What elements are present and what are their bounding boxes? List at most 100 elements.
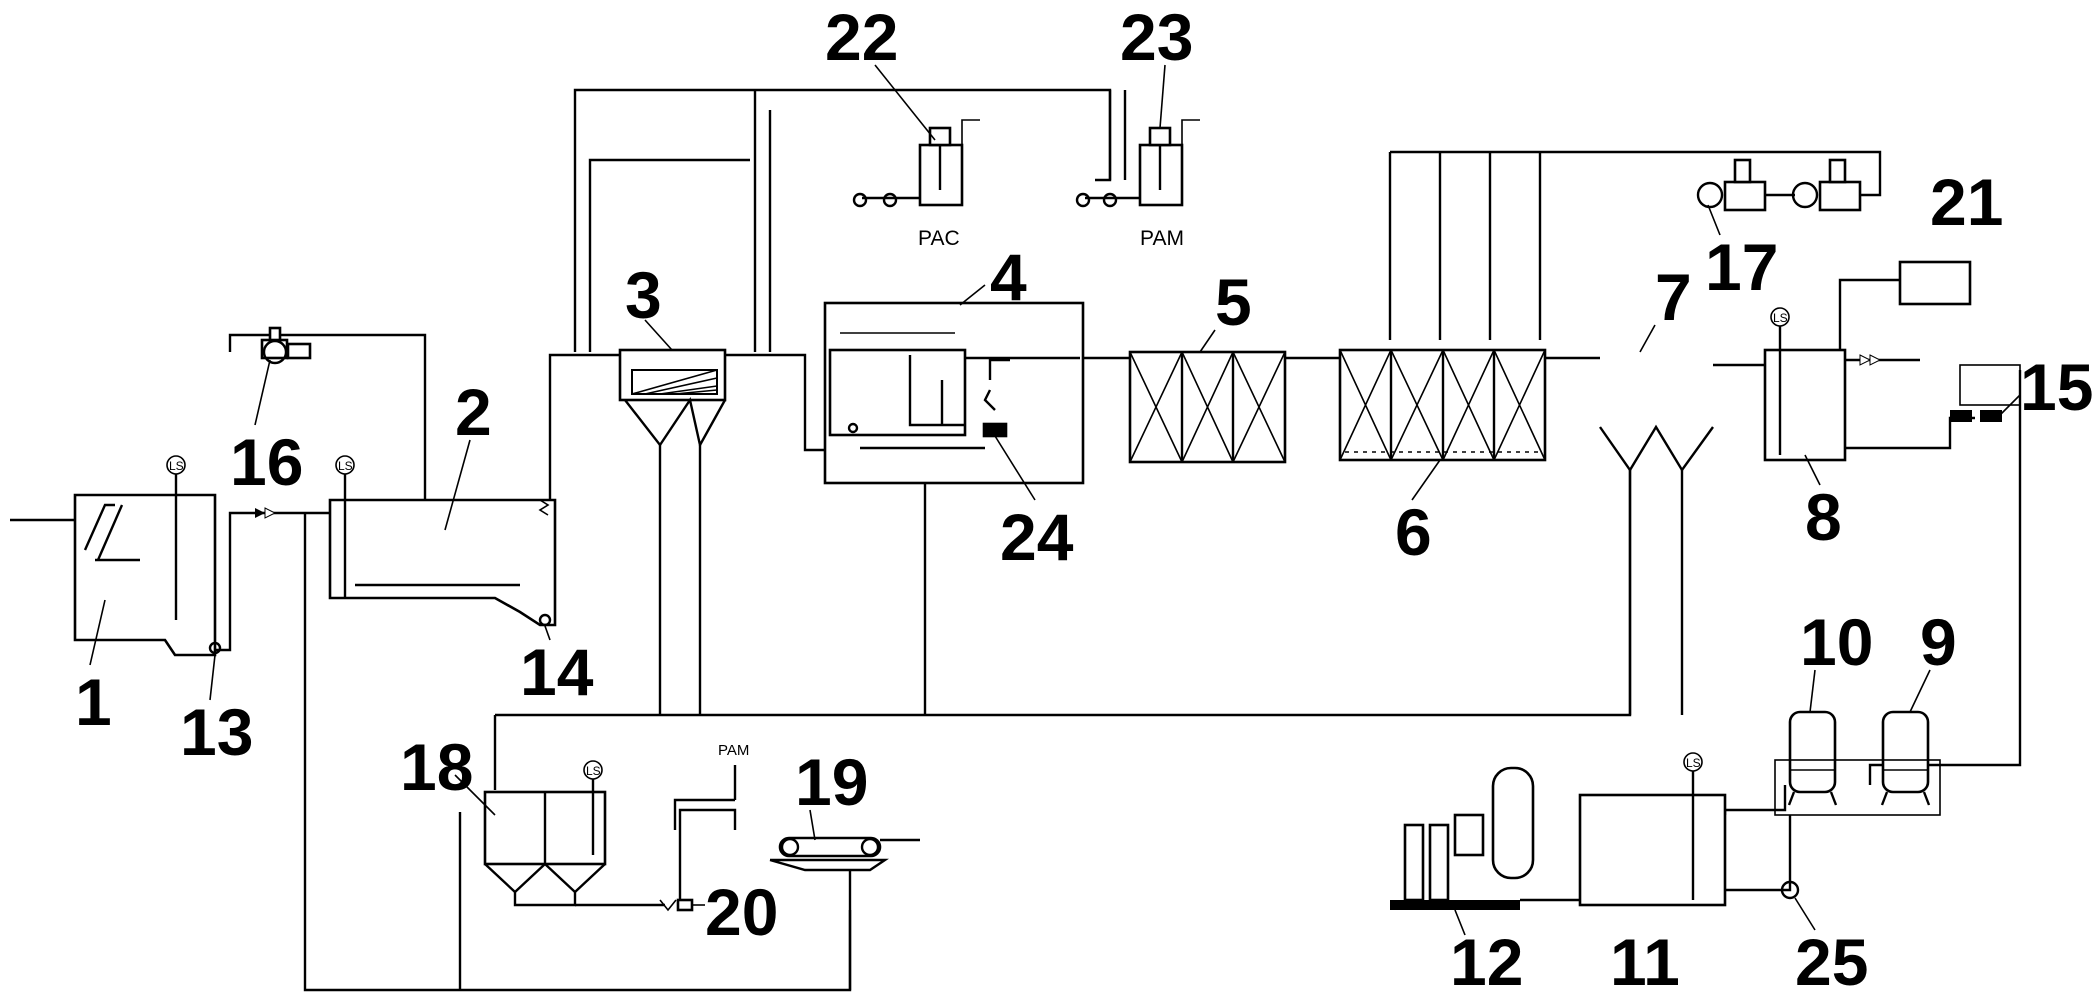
tank-7-hoppers bbox=[1599, 424, 1714, 473]
leader-17 bbox=[1707, 204, 1721, 236]
unit-4-inner bbox=[908, 355, 965, 427]
press-19-roller-a bbox=[780, 837, 800, 857]
leader-19 bbox=[809, 809, 816, 841]
number-19: 19 bbox=[795, 745, 868, 819]
tank-3-hoppers bbox=[624, 396, 727, 449]
pump-13-body bbox=[208, 641, 222, 655]
pump-16-head bbox=[268, 326, 282, 342]
pipe-2-to-3 bbox=[548, 353, 620, 625]
leader-22 bbox=[874, 64, 936, 141]
set-12-panel bbox=[1453, 813, 1485, 857]
leader-10 bbox=[1809, 669, 1816, 713]
level-switch-11-label: LS bbox=[1686, 756, 1701, 770]
level-switch-1-label: LS bbox=[169, 459, 184, 473]
equipment-21-tank bbox=[1898, 260, 1972, 306]
pump-25-body bbox=[1780, 880, 1800, 900]
number-21: 21 bbox=[1930, 165, 2003, 239]
pam-label: PAM bbox=[1140, 227, 1184, 250]
tank-18-hoppers bbox=[484, 862, 606, 894]
bar-screen-2 bbox=[96, 504, 124, 561]
equipment-16-dosing-pump bbox=[260, 326, 312, 365]
number-24: 24 bbox=[1000, 500, 1074, 574]
vessel-9-leg-a bbox=[1880, 791, 1889, 806]
number-15: 15 bbox=[2020, 350, 2093, 424]
pipe-network bbox=[10, 88, 2022, 992]
number-9: 9 bbox=[1920, 605, 1957, 679]
pipe-8-to-21 bbox=[1838, 278, 1900, 353]
leader-1 bbox=[89, 599, 106, 666]
unit-4-nozzle bbox=[847, 422, 859, 434]
pump-15-a bbox=[1950, 410, 1972, 422]
filter-5-cross bbox=[1129, 351, 1286, 463]
equipment-2-regulating-tank: LS bbox=[328, 455, 557, 627]
number-25: 25 bbox=[1795, 925, 1868, 999]
number-12: 12 bbox=[1450, 925, 1523, 999]
leader-3 bbox=[644, 319, 673, 351]
dosing-pac-loop bbox=[588, 158, 750, 352]
pipe-1-to-2 bbox=[215, 511, 330, 652]
pipe-20-to-19 bbox=[678, 808, 737, 905]
tank-21-body bbox=[1898, 260, 1972, 306]
tank-2-body bbox=[328, 498, 557, 627]
valve-d bbox=[1869, 354, 1882, 366]
equipment-8-clear-water-tank: LS bbox=[1763, 307, 1847, 462]
equipment-10-filter-vessel bbox=[1774, 710, 1941, 816]
tank-23-pump-b bbox=[1102, 192, 1118, 208]
blower-17b-wheel bbox=[1791, 181, 1819, 209]
number-17: 17 bbox=[1705, 230, 1778, 304]
leader-13 bbox=[209, 654, 216, 701]
equipment-7-sedimentation-tank bbox=[1599, 424, 1714, 473]
blower-17-out bbox=[1860, 160, 1882, 197]
valves bbox=[255, 354, 1882, 519]
tank-3-hatch bbox=[631, 369, 718, 395]
pump-15-frame bbox=[1959, 364, 2021, 406]
leader-25 bbox=[1794, 897, 1816, 931]
pipe-filters-to-11 bbox=[1723, 785, 1787, 815]
equipment-17-blowers bbox=[1696, 158, 1882, 212]
equipment-14-lift-pump bbox=[538, 499, 552, 627]
tank-22-pump-a bbox=[852, 192, 868, 208]
bar-screen bbox=[83, 503, 115, 551]
equipment-22-pac-dosing bbox=[852, 119, 980, 208]
leader-24 bbox=[994, 435, 1036, 501]
number-18: 18 bbox=[400, 730, 473, 804]
set-12-base bbox=[1390, 900, 1520, 910]
equipment-23-pam-dosing bbox=[1075, 119, 1200, 208]
number-20: 20 bbox=[705, 875, 778, 949]
pump-24-body bbox=[982, 422, 1008, 438]
blower-17a-wheel bbox=[1696, 181, 1724, 209]
leader-9 bbox=[1909, 669, 1931, 713]
tank-23-pipe bbox=[1181, 119, 1200, 145]
pump-14-body bbox=[538, 613, 552, 627]
level-switch-2-label: LS bbox=[338, 459, 353, 473]
number-23: 23 bbox=[1120, 0, 1193, 74]
level-switch-8-label: LS bbox=[1773, 311, 1788, 325]
pipe-8-to-15 bbox=[1845, 416, 1975, 450]
vessel-10-leg-a bbox=[1787, 791, 1796, 806]
number-2: 2 bbox=[455, 375, 492, 449]
sludge-18-hoppers bbox=[513, 892, 577, 907]
number-10: 10 bbox=[1800, 605, 1873, 679]
number-16: 16 bbox=[230, 425, 303, 499]
equipment-20-sludge-pump bbox=[659, 898, 694, 912]
tank-8-body bbox=[1763, 348, 1847, 462]
blower-17b-head bbox=[1828, 158, 1847, 184]
press-19-tray bbox=[769, 858, 889, 872]
unit-4-pump-pipe bbox=[988, 358, 1010, 380]
leader-2 bbox=[444, 439, 471, 531]
set-12-pressure-tank bbox=[1491, 766, 1535, 880]
vessels-frame bbox=[1774, 759, 1941, 816]
level-switch-18-label: LS bbox=[586, 764, 601, 778]
tank-22-pump-b bbox=[882, 192, 898, 208]
leader-14 bbox=[544, 625, 551, 641]
equipment-number-labels: 1 2 3 4 5 6 7 8 9 10 11 12 13 14 15 16 1… bbox=[75, 0, 2093, 999]
tank-23-motor bbox=[1148, 126, 1172, 147]
set-12-pump-b bbox=[1428, 823, 1450, 902]
equipment-25-pump bbox=[1780, 880, 1800, 900]
number-1: 1 bbox=[75, 665, 112, 739]
leader-6 bbox=[1411, 459, 1441, 501]
number-11: 11 bbox=[1610, 925, 1680, 999]
blower-17a-body bbox=[1723, 180, 1767, 212]
